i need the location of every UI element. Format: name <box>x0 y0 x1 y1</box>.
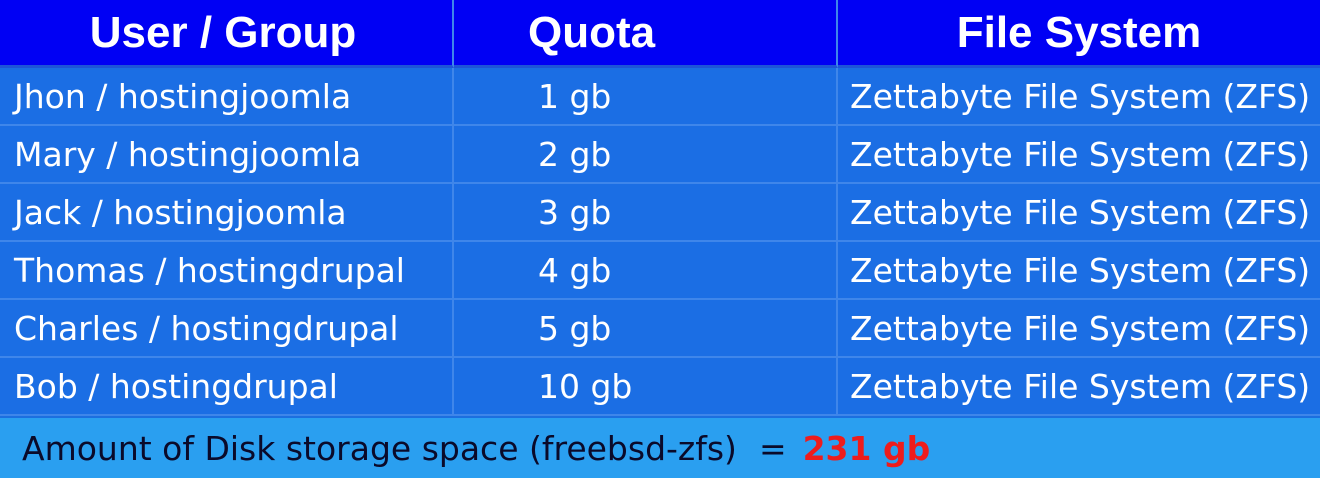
footer-label: Amount of Disk storage space (freebsd-zf… <box>22 428 737 468</box>
row-4-quota: 4 gb <box>454 242 838 300</box>
row-3-quota: 3 gb <box>454 184 838 242</box>
row-1-file-system: Zettabyte File System (ZFS) <box>838 68 1320 126</box>
total-storage-footer: Amount of Disk storage space (freebsd-zf… <box>0 418 1320 478</box>
row-1-quota: 1 gb <box>454 68 838 126</box>
row-4-user-group: Thomas / hostingdrupal <box>0 242 454 300</box>
header-file-system: File System <box>838 0 1320 68</box>
row-6-file-system: Zettabyte File System (ZFS) <box>838 358 1320 416</box>
row-5-file-system: Zettabyte File System (ZFS) <box>838 300 1320 358</box>
row-3-file-system: Zettabyte File System (ZFS) <box>838 184 1320 242</box>
row-2-user-group: Mary / hostingjoomla <box>0 126 454 184</box>
header-user-group: User / Group <box>0 0 454 68</box>
footer-total: 231 gb <box>802 428 931 468</box>
row-5-quota: 5 gb <box>454 300 838 358</box>
row-6-user-group: Bob / hostingdrupal <box>0 358 454 416</box>
row-5-user-group: Charles / hostingdrupal <box>0 300 454 358</box>
row-1-user-group: Jhon / hostingjoomla <box>0 68 454 126</box>
footer-equals: = <box>758 428 787 468</box>
quota-grid: User / Group Quota File System Jhon / ho… <box>0 0 1320 416</box>
row-6-quota: 10 gb <box>454 358 838 416</box>
row-2-quota: 2 gb <box>454 126 838 184</box>
row-2-file-system: Zettabyte File System (ZFS) <box>838 126 1320 184</box>
row-4-file-system: Zettabyte File System (ZFS) <box>838 242 1320 300</box>
header-quota: Quota <box>454 0 838 68</box>
row-3-user-group: Jack / hostingjoomla <box>0 184 454 242</box>
